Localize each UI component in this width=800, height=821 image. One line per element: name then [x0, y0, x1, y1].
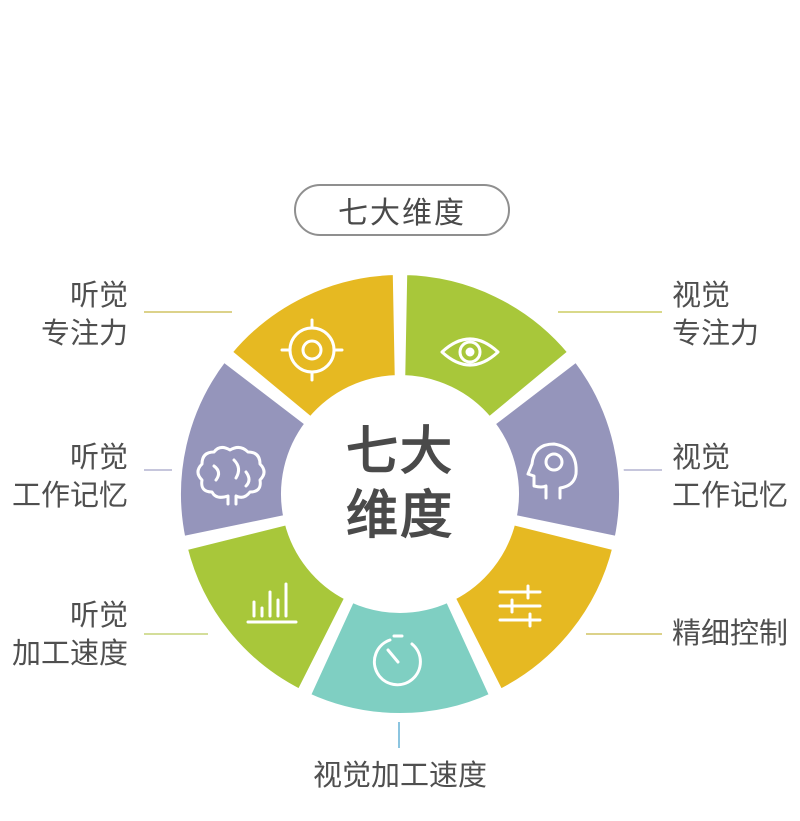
- label-auditory-attention: 听觉 专注力: [41, 276, 128, 352]
- label-auditory-working-memory-line1: 听觉: [69, 440, 128, 474]
- label-visual-working-memory-line2: 工作记忆: [672, 478, 789, 512]
- segment-icons: [196, 318, 578, 687]
- target-icon: [280, 318, 344, 382]
- label-visual-processing-speed: 视觉加工速度: [300, 756, 500, 794]
- dimensions-title-pill: 七大维度: [294, 184, 510, 236]
- gauge-icon: [372, 634, 422, 687]
- label-fine-control-line1: 精细控制: [672, 616, 789, 650]
- label-visual-working-memory: 视觉 工作记忆: [672, 438, 788, 514]
- label-visual-attention-line2: 专注力: [672, 316, 760, 350]
- label-visual-attention-line1: 视觉: [672, 278, 731, 312]
- label-visual-attention: 视觉 专注力: [672, 276, 759, 352]
- center-label-line2: 维度: [345, 486, 454, 546]
- label-visual-working-memory-line1: 视觉: [672, 440, 731, 474]
- label-auditory-processing-speed-line1: 听觉: [69, 598, 128, 632]
- label-auditory-processing-speed: 听觉 加工速度: [12, 596, 128, 672]
- label-visual-processing-speed-line1: 视觉加工速度: [312, 758, 487, 792]
- eye-icon: [440, 337, 500, 367]
- head-profile-icon: [526, 442, 578, 500]
- sliders-icon: [498, 584, 542, 628]
- brain-icon: [196, 445, 266, 506]
- label-auditory-working-memory-line2: 工作记忆: [11, 478, 128, 512]
- connector-lines: [144, 311, 662, 748]
- label-auditory-attention-line2: 专注力: [40, 316, 128, 350]
- label-fine-control: 精细控制: [672, 614, 788, 652]
- center-circle: [284, 378, 516, 610]
- label-auditory-working-memory: 听觉 工作记忆: [12, 438, 128, 514]
- label-auditory-attention-line1: 听觉: [69, 278, 128, 312]
- center-label-line1: 七大: [345, 422, 454, 482]
- center-label: 七大 维度: [315, 420, 485, 548]
- bar-chart-icon: [246, 582, 298, 624]
- label-auditory-processing-speed-line2: 加工速度: [11, 636, 128, 670]
